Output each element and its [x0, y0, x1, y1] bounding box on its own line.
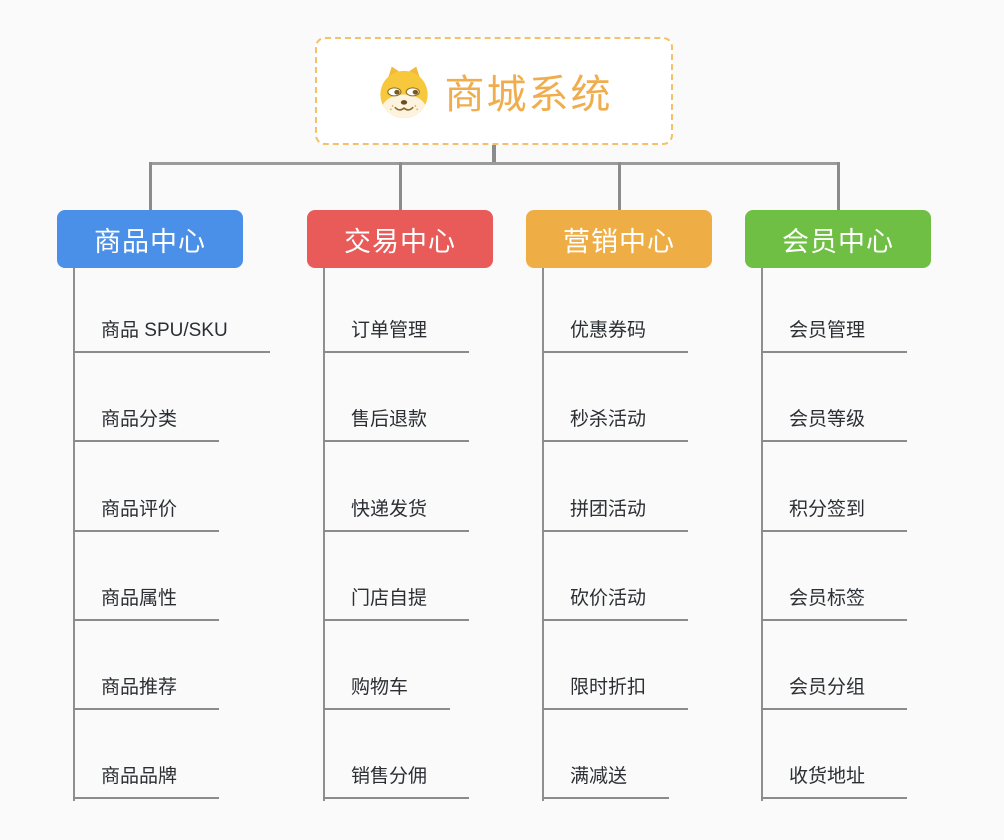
topic-item[interactable]: 会员管理 [761, 317, 908, 353]
topic-item[interactable]: 秒杀活动 [542, 406, 689, 442]
root-stem-line [492, 145, 496, 163]
branch-drop-line [618, 162, 621, 210]
branch-rail-line [761, 268, 763, 801]
topic-item[interactable]: 满减送 [542, 763, 670, 799]
topic-item[interactable]: 商品推荐 [73, 674, 220, 710]
branch-product-center[interactable]: 商品中心 [57, 210, 243, 268]
topic-item[interactable]: 会员等级 [761, 406, 908, 442]
topic-item[interactable]: 收货地址 [761, 763, 908, 799]
root-topic-label: 商城系统 [444, 73, 613, 117]
branch-bus-line [149, 162, 840, 165]
branch-drop-line [399, 162, 402, 210]
branch-rail-line [323, 268, 325, 801]
branch-rail-line [542, 268, 544, 801]
topic-item[interactable]: 会员标签 [761, 585, 908, 621]
branch-rail-line [73, 268, 75, 801]
topic-item[interactable]: 商品分类 [73, 406, 220, 442]
topic-item[interactable]: 限时折扣 [542, 674, 689, 710]
branch-member-center[interactable]: 会员中心 [745, 210, 931, 268]
branch-marketing-center[interactable]: 营销中心 [526, 210, 712, 268]
topic-item[interactable]: 商品品牌 [73, 763, 220, 799]
topic-item[interactable]: 商品评价 [73, 496, 220, 532]
topic-item[interactable]: 购物车 [323, 674, 451, 710]
branch-trade-center[interactable]: 交易中心 [307, 210, 493, 268]
topic-item[interactable]: 优惠券码 [542, 317, 689, 353]
branch-drop-line [837, 162, 840, 210]
dog-face-icon [379, 66, 428, 119]
topic-item[interactable]: 商品 SPU/SKU [73, 317, 270, 353]
topic-item[interactable]: 砍价活动 [542, 585, 689, 621]
topic-item[interactable]: 门店自提 [323, 585, 470, 621]
topic-item[interactable]: 积分签到 [761, 496, 908, 532]
branch-drop-line [149, 162, 152, 210]
topic-item[interactable]: 会员分组 [761, 674, 908, 710]
root-topic[interactable]: 商城系统 [315, 37, 673, 145]
topic-item[interactable]: 商品属性 [73, 585, 220, 621]
topic-item[interactable]: 快递发货 [323, 496, 470, 532]
topic-item[interactable]: 销售分佣 [323, 763, 470, 799]
topic-item[interactable]: 售后退款 [323, 406, 470, 442]
topic-item[interactable]: 拼团活动 [542, 496, 689, 532]
topic-item[interactable]: 订单管理 [323, 317, 470, 353]
